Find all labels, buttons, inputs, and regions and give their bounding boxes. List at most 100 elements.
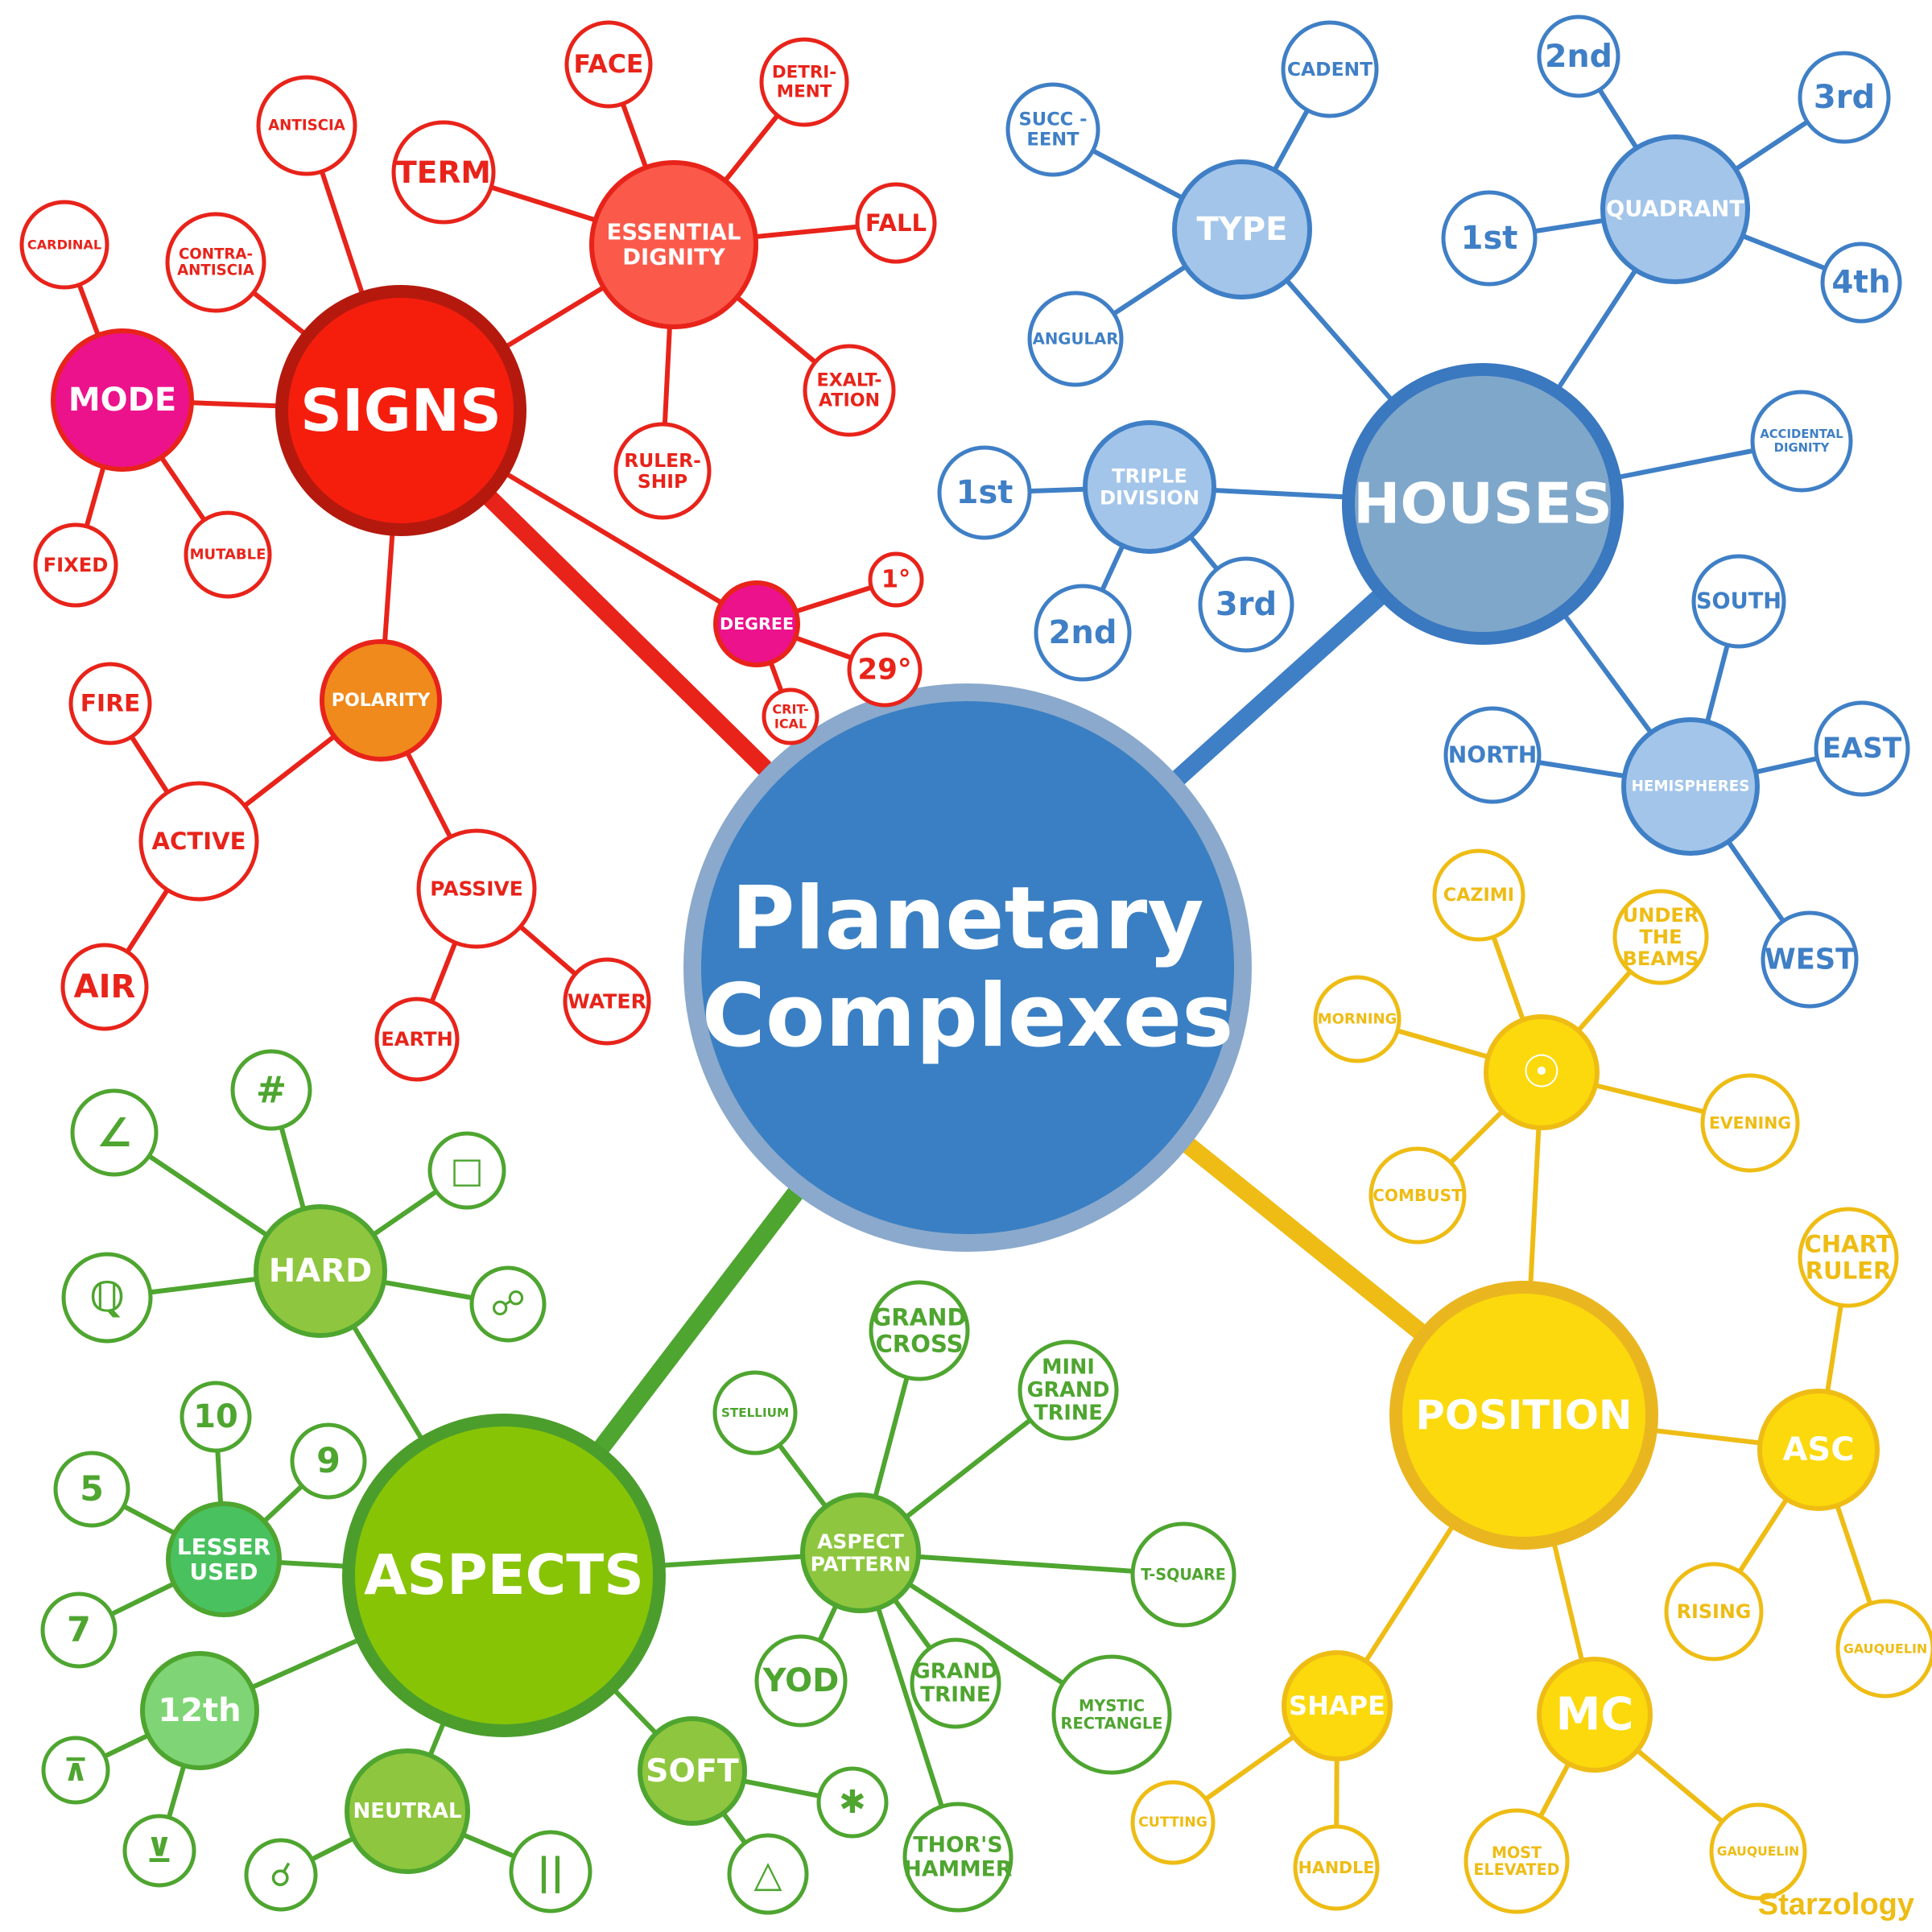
cazimi-node: CAZIMI <box>1432 848 1525 942</box>
parallel-node: || <box>509 1830 592 1913</box>
fire-node-label: FIRE <box>80 690 140 718</box>
hash-node: # <box>230 1049 312 1131</box>
term-node-label: TERM <box>396 155 491 190</box>
critical-node-circle <box>762 687 819 745</box>
aspect-pattern-node-label: ASPECT <box>817 1530 904 1554</box>
contra-antiscia-node-label: ANTISCIA <box>177 262 254 279</box>
sun-node-label: ☉ <box>1521 1046 1562 1099</box>
grand-cross-node-label: GRAND <box>872 1304 966 1331</box>
north-node-label: NORTH <box>1448 742 1537 769</box>
most-elevated-node-label: MOST <box>1492 1843 1542 1862</box>
exaltation-node: EXALT-ATION <box>803 344 896 437</box>
south-node-label: SOUTH <box>1696 589 1781 614</box>
detriment-node-label: MENT <box>777 81 832 101</box>
mystic-rectangle-node-circle <box>1051 1654 1172 1775</box>
aspect-pattern-node-circle <box>800 1492 921 1613</box>
sesquiquadrate-node-label: ℚ <box>89 1274 125 1322</box>
parallel-node-label: || <box>537 1850 564 1894</box>
succedent-node: SUCC -EENT <box>1005 82 1100 177</box>
mutable-node-label: MUTABLE <box>190 547 266 564</box>
signs-node: SIGNS <box>275 285 526 536</box>
yod-node-circle <box>754 1634 848 1728</box>
detriment-node: DETRI-MENT <box>759 37 849 127</box>
north-node-circle <box>1443 706 1542 804</box>
essential-dignity-node-circle <box>589 160 758 329</box>
succedent-node-label: EENT <box>1026 130 1080 151</box>
semisquare-node: ∠ <box>70 1088 159 1177</box>
handle-node-label: HANDLE <box>1298 1858 1375 1877</box>
gauquelin-mc-node-circle <box>1709 1802 1807 1901</box>
hash-node-label: # <box>256 1069 287 1112</box>
degree-1-node: 1° <box>868 551 924 608</box>
evening-node-circle <box>1700 1073 1800 1173</box>
semisextile-node-label: ⊻ <box>146 1831 172 1870</box>
east-node-circle <box>1814 700 1910 797</box>
rising-node-label: RISING <box>1677 1600 1752 1623</box>
south-node-circle <box>1691 554 1786 649</box>
contra-antiscia-node-label: CONTRA- <box>179 246 253 262</box>
fixed-node: FIXED <box>33 522 118 608</box>
handle-node-circle <box>1293 1824 1380 1911</box>
mode-node-circle <box>51 328 194 472</box>
aspect-5-node-circle <box>53 1451 130 1528</box>
chart-ruler-node-circle <box>1798 1207 1899 1308</box>
fire-node: FIRE <box>68 662 152 745</box>
mutable-node-circle <box>184 510 272 599</box>
air-node-circle <box>60 943 149 1031</box>
mutable-node: MUTABLE <box>184 510 272 599</box>
quadrant-4th-node-circle <box>1820 242 1902 324</box>
quincunx-node-circle <box>41 1736 110 1805</box>
earth-node-circle <box>374 997 460 1082</box>
planetary-complexes-node-label: Complexes <box>702 966 1234 1067</box>
cadent-node: CADENT <box>1281 20 1379 118</box>
degree-1-node-label: 1° <box>881 566 910 594</box>
position-node-circle <box>1389 1281 1658 1550</box>
west-node: WEST <box>1761 910 1859 1009</box>
triple-1st-node-circle <box>937 445 1032 540</box>
rising-node: RISING <box>1664 1562 1764 1662</box>
sesquiquadrate-node-circle <box>61 1252 153 1344</box>
most-elevated-node-circle <box>1463 1808 1570 1914</box>
contra-antiscia-node: CONTRA-ANTISCIA <box>165 212 266 313</box>
lesser-used-node-label: USED <box>190 1558 258 1585</box>
conjunction-node-circle <box>244 1838 318 1912</box>
quadrant-4th-node-label: 4th <box>1831 265 1890 301</box>
east-node: EAST <box>1814 700 1910 797</box>
aspect-5-node: 5 <box>53 1451 130 1528</box>
degree-node-label: DEGREE <box>720 614 794 634</box>
cutting-node: CUTTING <box>1130 1780 1216 1865</box>
fire-node-circle <box>68 662 152 745</box>
mode-node: MODE <box>51 328 194 472</box>
passive-node: PASSIVE <box>416 828 537 949</box>
signs-node-label: SIGNS <box>300 377 502 444</box>
fall-node-circle <box>855 182 937 264</box>
fall-node: FALL <box>855 182 937 264</box>
grand-cross-node-label: CROSS <box>875 1330 963 1357</box>
asc-node: ASC <box>1757 1389 1880 1511</box>
triple-division-node-label: TRIPLE <box>1112 464 1187 487</box>
shape-node: SHAPE <box>1282 1650 1393 1761</box>
cadent-node-circle <box>1281 20 1379 118</box>
angular-node: ANGULAR <box>1027 291 1124 387</box>
morning-node: MORNING <box>1313 975 1402 1063</box>
quadrant-4th-node: 4th <box>1820 242 1902 324</box>
type-node-label: TYPE <box>1197 211 1288 248</box>
rulership-node-label: SHIP <box>638 470 687 493</box>
chart-ruler-node-label: CHART <box>1804 1231 1892 1258</box>
cardinal-node-circle <box>19 200 109 290</box>
sun-node-circle <box>1484 1014 1600 1130</box>
essential-dignity-node-label: DIGNITY <box>622 244 726 270</box>
under-the-beams-node-label: THE <box>1639 926 1682 948</box>
lesser-used-node-label: LESSER <box>177 1534 270 1560</box>
face-node-label: FACE <box>574 50 644 79</box>
air-node-label: AIR <box>74 968 136 1005</box>
accidental-dignity-node-label: ACCIDENTAL <box>1760 427 1843 441</box>
triple-1st-node: 1st <box>937 445 1032 540</box>
opposition-node-circle <box>469 1265 547 1343</box>
